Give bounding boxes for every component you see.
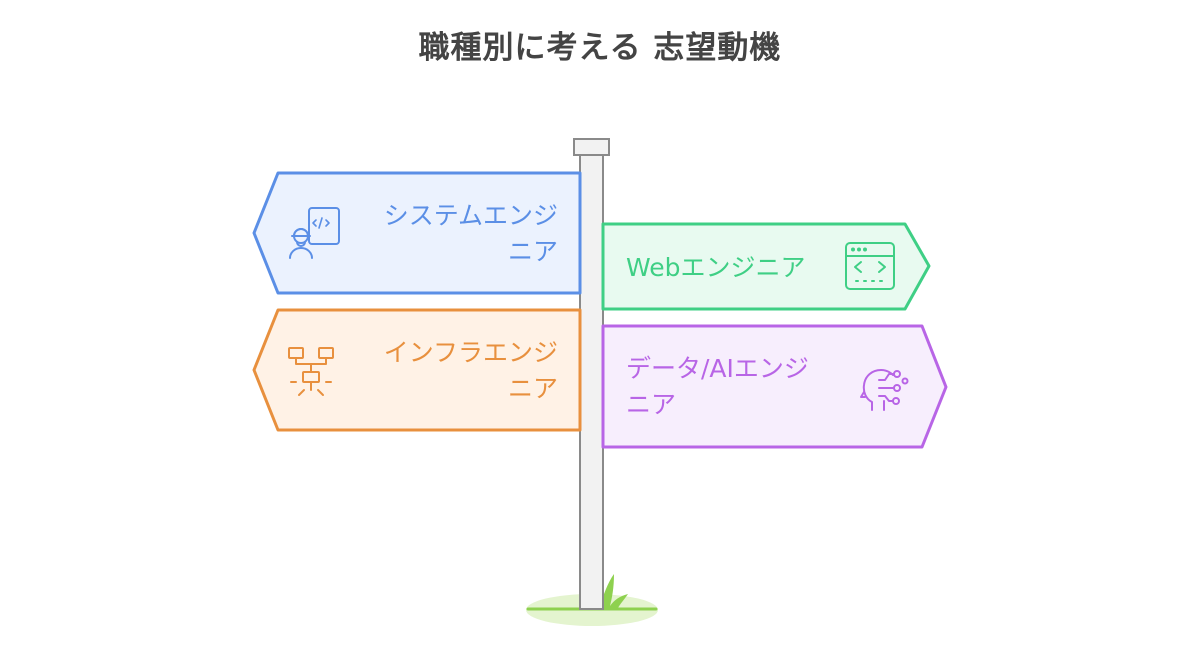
sign-system-engineer-label-line1: システムエンジ bbox=[384, 201, 558, 230]
sign-data-ai-engineer-board bbox=[601, 324, 948, 449]
sign-infra-engineer-board bbox=[252, 308, 582, 432]
sign-data-ai-engineer-label-line2: ニア bbox=[626, 390, 676, 419]
sign-system-engineer-label-line2: ニア bbox=[508, 237, 558, 266]
browser-code-icon bbox=[845, 242, 895, 290]
sign-data-ai-engineer-label-line1: データ/AIエンジ bbox=[626, 354, 809, 383]
sign-web-engineer-label: Webエンジニア bbox=[626, 253, 806, 282]
page-title: 職種別に考える 志望動機 bbox=[418, 30, 782, 66]
sign-web-engineer: Webエンジニア bbox=[601, 222, 931, 311]
server-network-icon bbox=[288, 347, 334, 396]
sign-infra-engineer-label-line2: ニア bbox=[508, 374, 558, 403]
sign-system-engineer: システムエンジ ニア bbox=[252, 171, 582, 295]
sign-system-engineer-board bbox=[252, 171, 582, 295]
ai-head-icon bbox=[860, 369, 909, 411]
engineer-code-icon bbox=[289, 207, 340, 259]
pole bbox=[579, 151, 604, 610]
sign-data-ai-engineer: データ/AIエンジ ニア bbox=[601, 324, 948, 449]
pole-cap bbox=[573, 138, 610, 156]
sign-infra-engineer: インフラエンジ ニア bbox=[252, 308, 582, 432]
sign-infra-engineer-label-line1: インフラエンジ bbox=[384, 338, 558, 367]
